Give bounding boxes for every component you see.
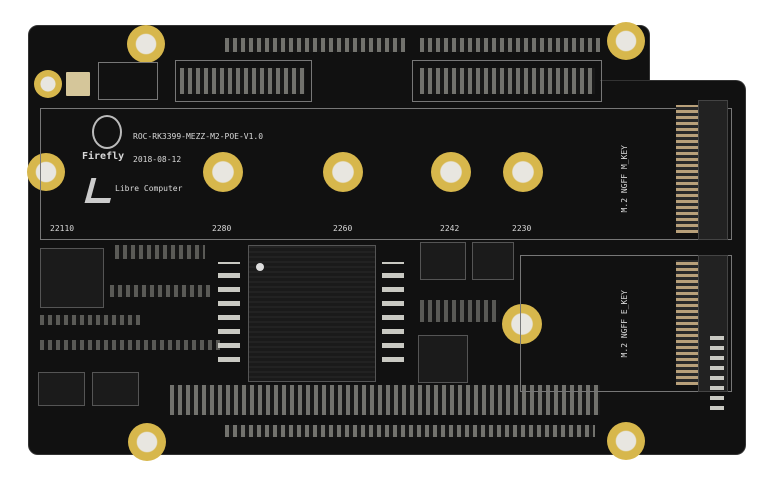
pin1-marker <box>256 263 264 271</box>
maker-label: Libre Computer <box>115 184 183 193</box>
mounting-hole <box>34 70 62 98</box>
passive-pads <box>40 315 140 325</box>
firefly-logo <box>92 115 122 149</box>
pin-header <box>225 38 405 52</box>
mounting-hole <box>431 152 471 192</box>
inductor <box>418 335 468 383</box>
m2-e-key-connector <box>676 260 698 385</box>
pin-header <box>420 38 600 52</box>
regulator-ic <box>40 248 104 308</box>
m2-e-slot-outline <box>520 255 732 392</box>
length-label: 2242 <box>440 224 460 233</box>
header-outline <box>412 60 602 102</box>
mounting-hole <box>607 422 645 460</box>
mounting-hole <box>203 152 243 192</box>
mounting-hole <box>27 153 65 191</box>
part-number-label: ROC-RK3399-MEZZ-M2-POE-V1.0 <box>133 132 264 141</box>
mounting-hole <box>127 25 165 63</box>
mounting-hole <box>607 22 645 60</box>
length-label: 2230 <box>512 224 532 233</box>
header-outline <box>175 60 312 102</box>
inductor <box>420 242 466 280</box>
m2-e-key-label: M.2 NGFF E_KEY <box>620 290 629 358</box>
m2-m-key-connector <box>676 105 698 233</box>
transistor <box>92 372 139 406</box>
m2-slot-outline <box>40 108 732 240</box>
passive-pads <box>40 340 220 350</box>
m2-m-key-label: M.2 NGFF M_KEY <box>620 145 629 213</box>
length-label: 2280 <box>212 224 232 233</box>
pin-header <box>170 385 600 415</box>
pin-header <box>420 68 595 94</box>
mounting-hole <box>502 304 542 344</box>
square-pad <box>66 72 90 96</box>
date-label: 2018-08-12 <box>133 155 182 164</box>
passive-pads <box>420 300 500 322</box>
pin-header <box>225 425 595 437</box>
passive-pads <box>218 262 240 362</box>
passive-pads <box>382 262 404 362</box>
connector-housing <box>698 100 728 240</box>
passive-pads <box>710 330 724 410</box>
connector-outline <box>98 62 158 100</box>
length-label: 22110 <box>50 224 75 233</box>
passive-pads <box>110 285 210 297</box>
mounting-hole <box>503 152 543 192</box>
mounting-hole <box>128 423 166 461</box>
transistor <box>38 372 85 406</box>
main-ic <box>248 245 376 382</box>
pin-header <box>180 68 305 94</box>
brand-label: Firefly <box>82 151 125 162</box>
length-label: 2260 <box>333 224 353 233</box>
mounting-hole <box>323 152 363 192</box>
passive-pads <box>115 245 205 259</box>
inductor <box>472 242 514 280</box>
